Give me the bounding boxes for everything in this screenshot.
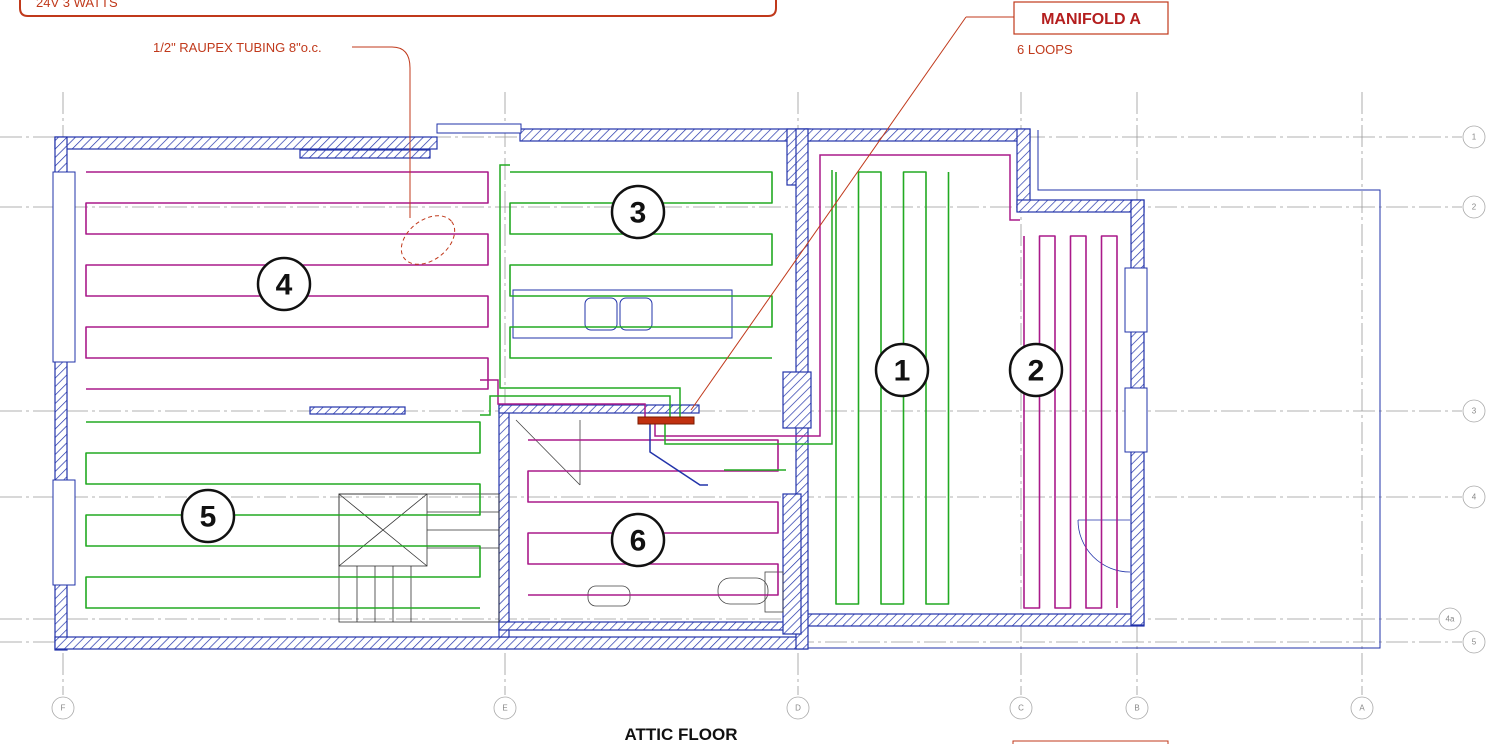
supply-leads	[480, 154, 1020, 486]
manifold-callout: MANIFOLD A 6 LOOPS	[690, 1, 1169, 411]
loop-5-tubing	[85, 421, 481, 609]
grid-col-label: C	[1018, 704, 1024, 713]
next-callout-box	[1012, 740, 1169, 744]
header-note: 24V 3 WATTS	[36, 0, 118, 10]
loop-number: 3	[630, 197, 647, 230]
grid-col-label: A	[1359, 704, 1365, 713]
grid-row-label: 4	[1472, 493, 1477, 502]
loop-number: 2	[1028, 355, 1045, 388]
header-legend-box: 24V 3 WATTS	[19, 0, 777, 17]
stair	[338, 493, 500, 623]
drawing-title: ATTIC FLOOR	[625, 725, 738, 744]
loop-number: 1	[894, 355, 911, 388]
loop-number: 6	[630, 525, 647, 558]
grid-row-label: 5	[1472, 638, 1477, 647]
loop-6-tubing	[527, 439, 779, 596]
grid-labels: 1 2 3 4 4a 5 F E D C B A	[61, 133, 1477, 713]
kitchen-island	[512, 289, 733, 339]
tubing-callout: 1/2" RAUPEX TUBING 8"o.c.	[153, 40, 456, 265]
bath-fixtures	[515, 419, 784, 613]
loop-2-tubing	[1023, 235, 1118, 609]
manifold-label: MANIFOLD A	[1041, 11, 1141, 28]
grid-col-label: F	[61, 704, 66, 713]
windows	[52, 123, 1148, 586]
grid-row-label: 4a	[1446, 615, 1455, 624]
tubing-note: 1/2" RAUPEX TUBING 8"o.c.	[153, 40, 322, 55]
loop-number: 5	[200, 501, 217, 534]
loop-number: 4	[276, 269, 293, 302]
grid-col-label: B	[1134, 704, 1139, 713]
loop-markers: 1 2 3 4 5 6	[180, 184, 1064, 568]
grid-lines	[0, 92, 1462, 695]
grid-row-label: 3	[1472, 407, 1477, 416]
loop-4-tubing	[85, 171, 489, 390]
loop-3-tubing	[509, 171, 773, 359]
grid-col-label: E	[502, 704, 507, 713]
heating-loops	[85, 171, 1118, 609]
grid-bubbles	[51, 125, 1486, 720]
loop-1-tubing	[835, 171, 950, 605]
grid-col-label: D	[795, 704, 801, 713]
manifold-a	[637, 416, 695, 425]
manifold-loops: 6 LOOPS	[1017, 42, 1073, 57]
grid-row-label: 1	[1472, 133, 1477, 142]
grid-row-label: 2	[1472, 203, 1477, 212]
roof-outline	[806, 130, 1381, 649]
